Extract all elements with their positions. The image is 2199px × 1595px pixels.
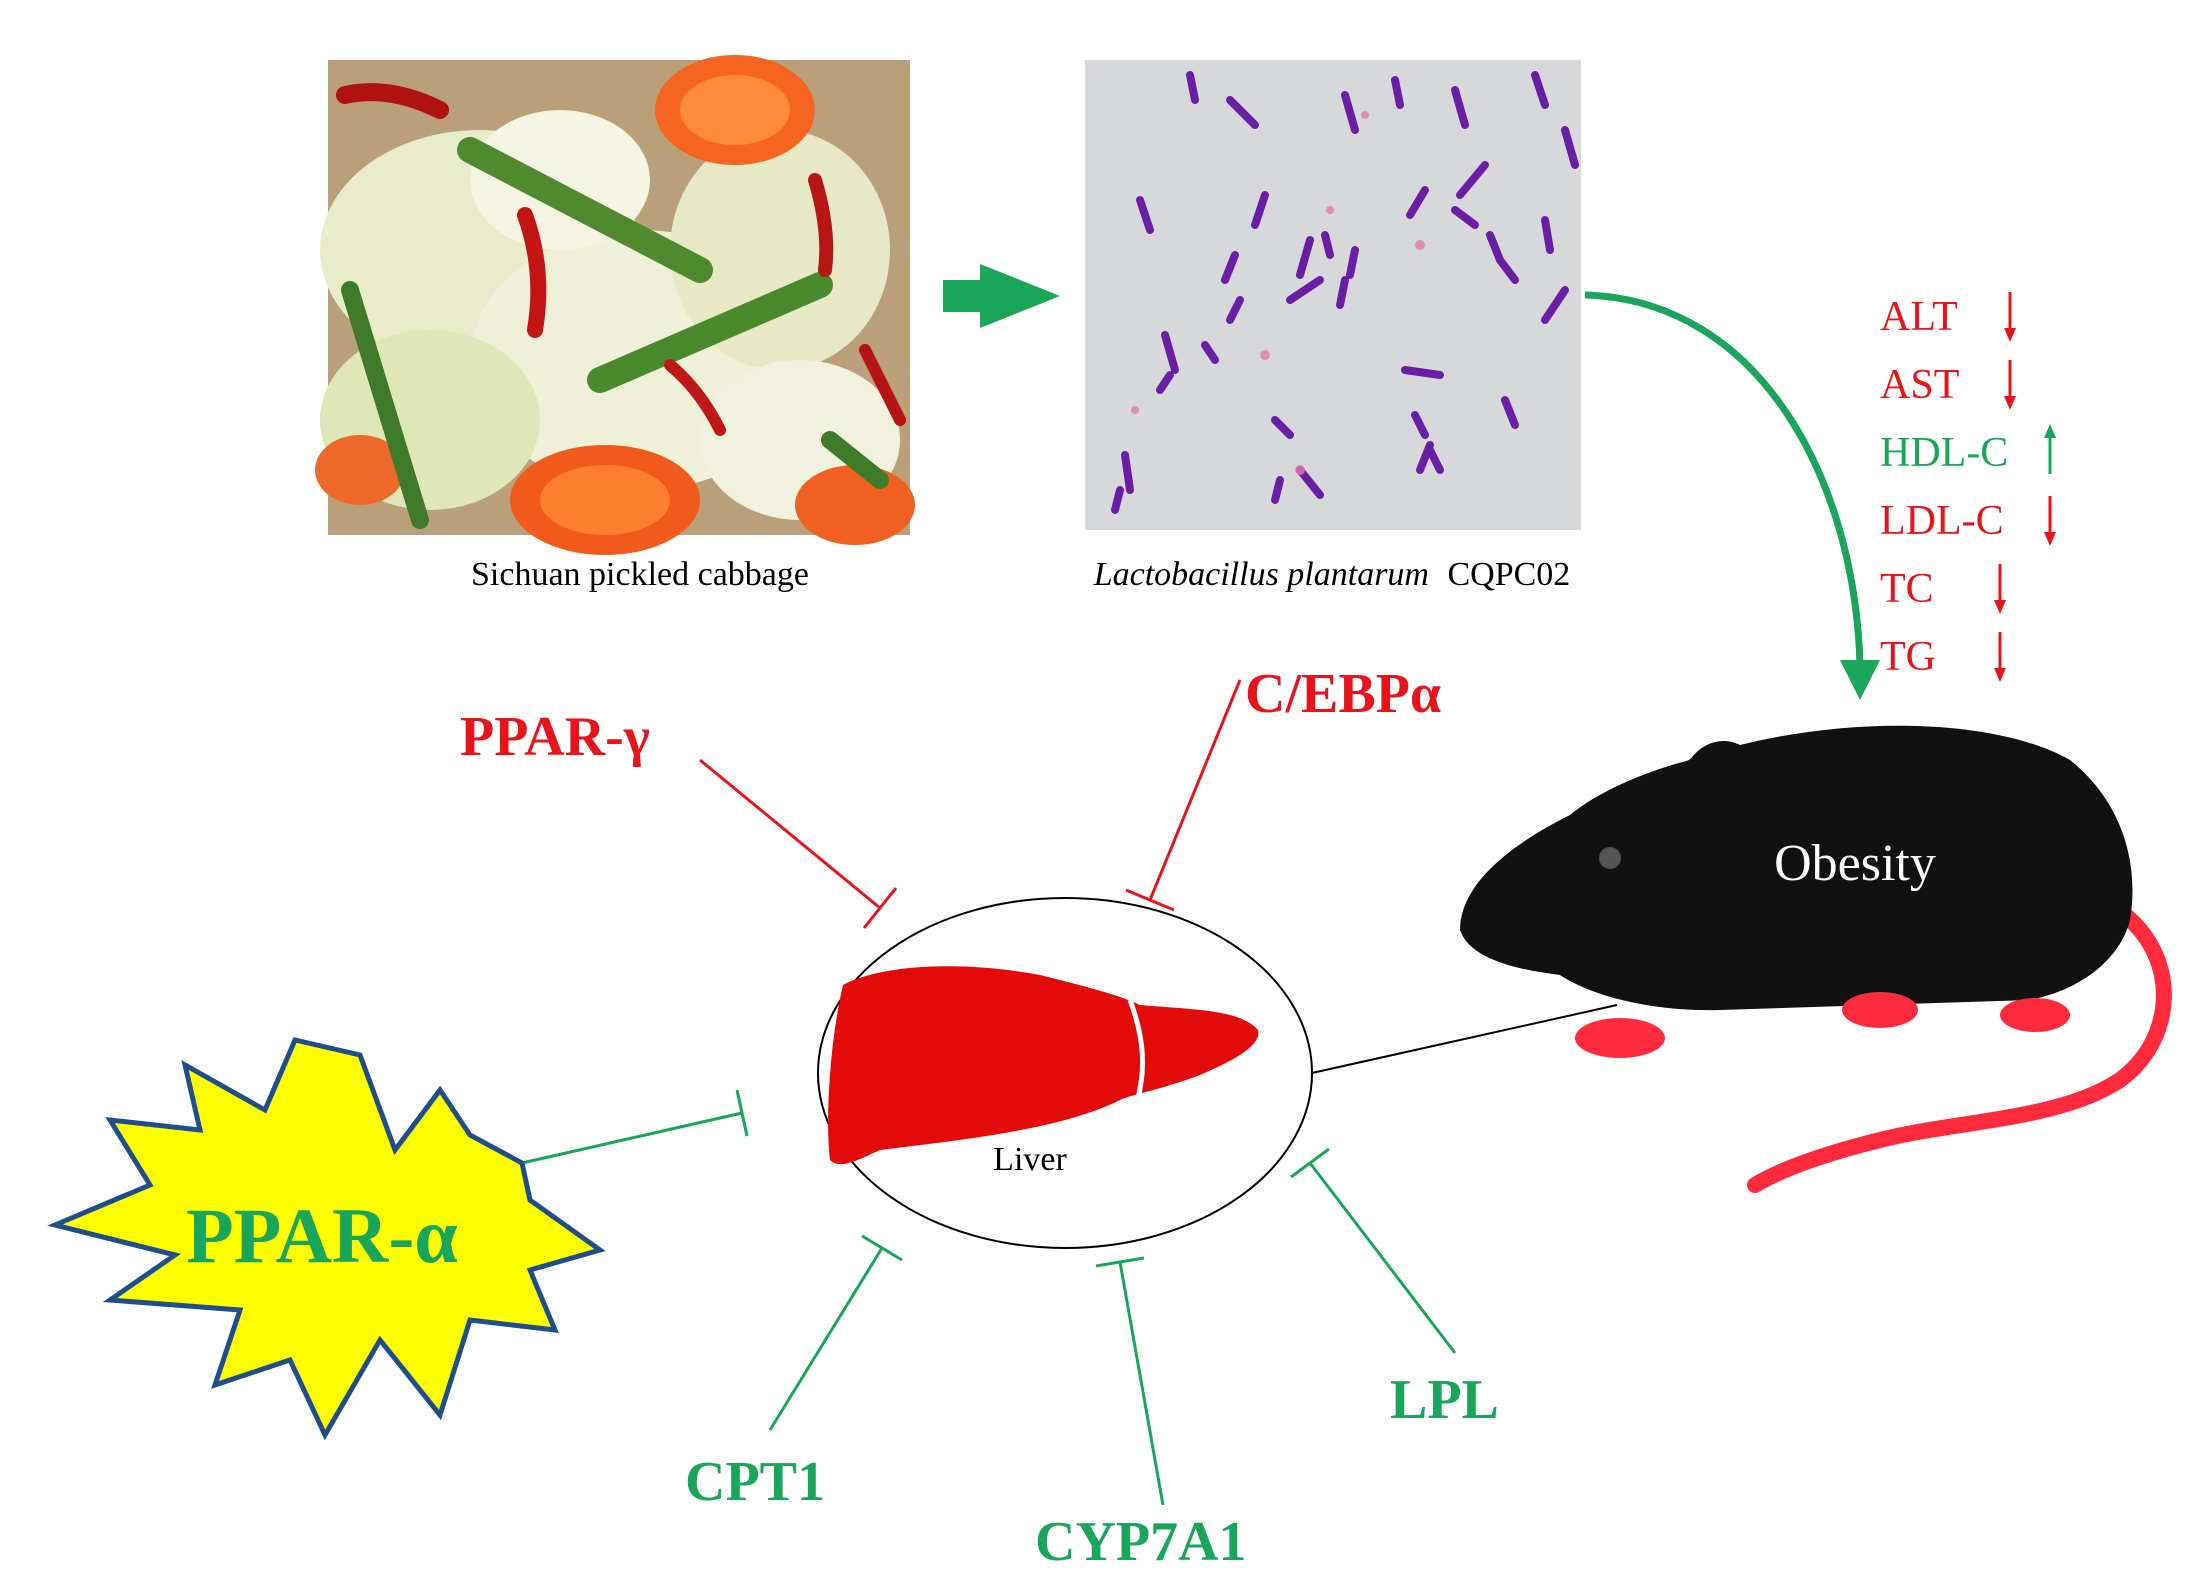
liver-icon	[828, 966, 1259, 1165]
curved-arrow-head	[1840, 660, 1880, 700]
pickled-cabbage-photo	[315, 55, 915, 555]
marker-arrow-head	[2044, 532, 2056, 546]
marker-ldl-c: LDL-C	[1880, 498, 2004, 544]
marker-alt: ALT	[1880, 294, 1958, 340]
marker-arrow-head	[2004, 328, 2016, 342]
gene-cyp7a1: CYP7A1	[1035, 1511, 1247, 1573]
gene-lpl: LPL	[1390, 1369, 1499, 1431]
species-name: Lactobacillus plantarum	[1093, 556, 1429, 593]
liver-label: Liver	[993, 1141, 1067, 1178]
inhibition-lines	[521, 679, 1457, 1506]
gene-cebp-alpha: C/EBPα	[1245, 663, 1441, 725]
obese-mouse	[1460, 725, 2172, 1193]
marker-hdl-c: HDL-C	[1880, 430, 2008, 476]
marker-arrow-head	[1994, 600, 2006, 614]
gene-ppar-gamma: PPAR-γ	[460, 706, 650, 768]
marker-arrow-head	[1994, 668, 2006, 682]
marker-tc: TC	[1880, 566, 1934, 612]
strain-name: CQPC02	[1447, 556, 1570, 593]
marker-tg: TG	[1880, 634, 1936, 680]
transfer-arrow	[943, 264, 1060, 328]
liver-mouse-connector	[1311, 1004, 1618, 1074]
curved-arrow	[1584, 291, 1864, 666]
bacteria-micrograph	[1085, 60, 1581, 530]
photo-caption: Sichuan pickled cabbage	[471, 556, 809, 593]
micrograph-caption: Lactobacillus plantarum CQPC02	[1093, 556, 1571, 593]
marker-arrow-head	[2004, 396, 2016, 410]
marker-arrow-head	[2044, 424, 2056, 438]
ppar-alpha-starburst	[47, 1037, 606, 1441]
serum-markers: ALT AST HDL-C LDL-C TC TG	[1880, 292, 2056, 682]
mouse-label: Obesity	[1774, 835, 1936, 892]
gene-ppar-alpha: PPAR-α	[186, 1192, 458, 1279]
marker-ast: AST	[1880, 362, 1959, 408]
gene-cpt1: CPT1	[685, 1451, 825, 1513]
